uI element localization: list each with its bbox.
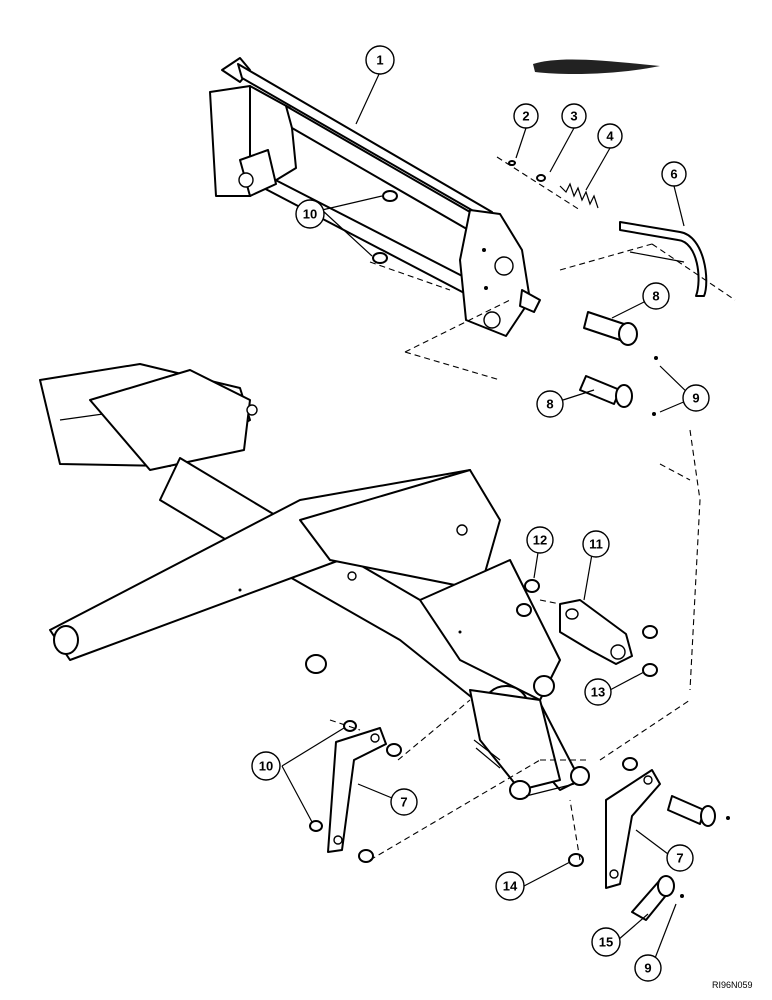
callout-9-upper-label: 9 [692, 391, 699, 406]
callout-10-lower-label: 10 [259, 759, 273, 774]
callout-13-label: 13 [591, 685, 605, 700]
pin-upper [583, 311, 638, 346]
callout-2[interactable]: 2 [513, 103, 539, 129]
callout-7-left[interactable]: 7 [390, 788, 418, 816]
callout-6[interactable]: 6 [661, 161, 687, 187]
callout-12[interactable]: 12 [526, 526, 554, 554]
callout-7-left-label: 7 [400, 795, 407, 810]
callout-7-right[interactable]: 7 [666, 844, 694, 872]
pin-lower-right-b [631, 875, 675, 921]
callout-6-label: 6 [670, 167, 677, 182]
callout-9-upper[interactable]: 9 [682, 384, 710, 412]
callout-11-label: 11 [589, 537, 603, 552]
callout-8-upper[interactable]: 8 [642, 282, 670, 310]
lower-link-right [605, 769, 661, 889]
callout-9-lower-label: 9 [644, 961, 651, 976]
callout-9-lower[interactable]: 9 [634, 954, 662, 982]
callout-11[interactable]: 11 [582, 530, 610, 558]
callout-14[interactable]: 14 [495, 871, 525, 901]
callout-14-label: 14 [503, 879, 518, 894]
callout-1-label: 1 [376, 53, 383, 68]
callout-13[interactable]: 13 [584, 678, 612, 706]
callout-8-lower[interactable]: 8 [536, 390, 564, 418]
callout-12-label: 12 [533, 533, 547, 548]
pin-lower [579, 375, 633, 408]
spring-part [559, 182, 599, 209]
link-part [559, 599, 633, 665]
redaction-mark [533, 59, 660, 74]
lower-link-left [327, 727, 387, 853]
callout-10-upper[interactable]: 10 [295, 199, 325, 229]
quick-attach-frame [209, 57, 541, 337]
callout-10-lower[interactable]: 10 [251, 751, 281, 781]
callout-4-label: 4 [606, 129, 614, 144]
callout-8-lower-label: 8 [546, 397, 553, 412]
callout-1[interactable]: 1 [365, 45, 395, 75]
callout-8-upper-label: 8 [652, 289, 659, 304]
callout-10-upper-label: 10 [303, 207, 317, 222]
callout-15-label: 15 [599, 935, 613, 950]
loader-frame [39, 363, 590, 800]
callout-3-label: 3 [570, 109, 577, 124]
callout-3[interactable]: 3 [561, 103, 587, 129]
callout-4[interactable]: 4 [597, 123, 623, 149]
pin-lower-right-a [667, 795, 716, 827]
callout-15[interactable]: 15 [591, 927, 621, 957]
pin-handle [619, 221, 708, 297]
reference-code: RI96N059 [712, 980, 753, 990]
callout-7-right-label: 7 [676, 851, 683, 866]
callout-2-label: 2 [522, 109, 529, 124]
